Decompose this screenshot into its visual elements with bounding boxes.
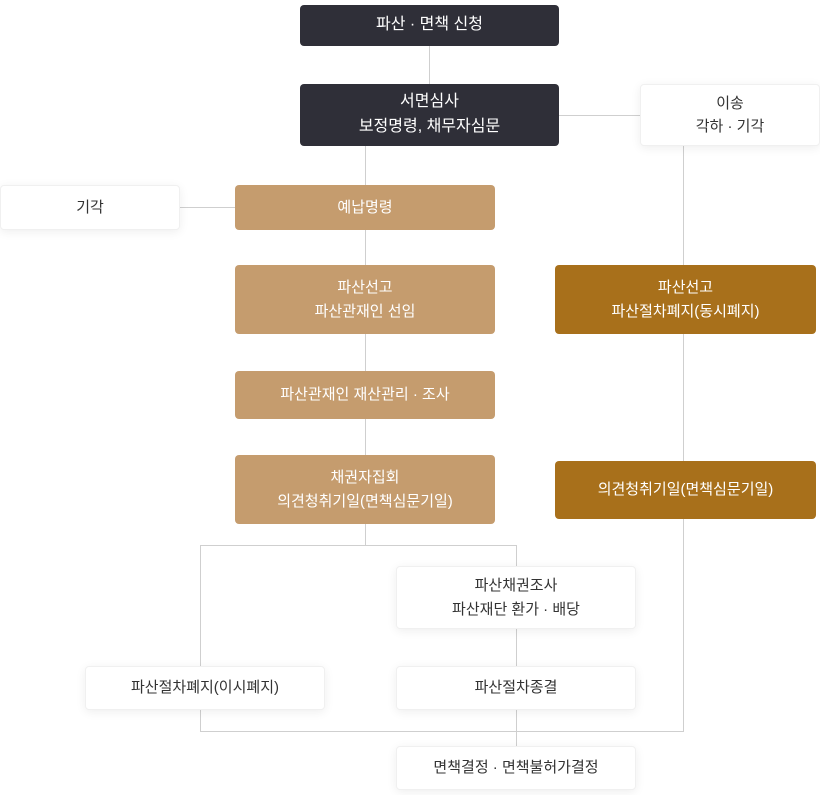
node-label: 의견청취기일(면책심문기일) — [597, 481, 774, 499]
node-rejection: 기각 — [0, 185, 180, 230]
node-label: 채권자집회 — [330, 469, 400, 487]
node-label: 면책결정 · 면책불허가결정 — [433, 759, 599, 777]
connector-line — [365, 419, 366, 455]
node-label: 기각 — [76, 198, 104, 216]
connector-line — [429, 46, 430, 84]
connector-line — [365, 524, 366, 545]
connector-line — [180, 207, 235, 208]
node-claim-investigation: 파산채권조사 파산재단 환가 · 배당 — [396, 566, 636, 629]
node-label: 파산채권조사 — [474, 577, 558, 595]
node-transfer-dismissal: 이송 각하 · 기각 — [640, 84, 820, 146]
node-label: 의견청취기일(면책심문기일) — [277, 492, 453, 510]
connector-line — [516, 545, 517, 566]
node-label: 파산관재인 재산관리 · 조사 — [280, 386, 450, 404]
node-opinion-hearing-date: 의견청취기일(면책심문기일) — [555, 461, 816, 519]
connector-line — [365, 230, 366, 265]
node-label: 각하 · 기각 — [695, 118, 765, 135]
connector-line — [200, 545, 517, 546]
node-label: 파산선고 — [337, 279, 393, 297]
node-label: 파산절차폐지(동시폐지) — [611, 302, 760, 320]
node-label: 파산절차폐지(이시폐지) — [131, 679, 279, 697]
node-creditors-meeting: 채권자집회 의견청취기일(면책심문기일) — [235, 455, 495, 524]
node-label: 서면심사 — [400, 93, 459, 111]
node-bankruptcy-declaration-trustee: 파산선고 파산관재인 선임 — [235, 265, 495, 334]
node-simultaneous-abolition: 파산선고 파산절차폐지(동시폐지) — [555, 265, 816, 334]
connector-line — [200, 731, 684, 732]
node-label: 보정명령, 채무자심문 — [358, 118, 501, 135]
node-label: 파산관재인 선임 — [314, 302, 416, 320]
node-procedure-termination: 파산절차종결 — [396, 666, 636, 710]
connector-line — [200, 710, 201, 732]
node-label: 파산재단 환가 · 배당 — [452, 600, 580, 618]
node-document-review: 서면심사 보정명령, 채무자심문 — [300, 84, 559, 146]
connector-line — [683, 146, 684, 732]
connector-line — [365, 334, 366, 371]
connector-line — [516, 629, 517, 666]
node-label: 파산선고 — [657, 279, 714, 297]
connector-line — [516, 710, 517, 732]
node-abolition-after-declaration: 파산절차폐지(이시폐지) — [85, 666, 325, 710]
node-discharge-decision: 면책결정 · 면책불허가결정 — [396, 746, 636, 790]
node-label: 파산절차종결 — [474, 679, 558, 697]
node-trustee-property-management: 파산관재인 재산관리 · 조사 — [235, 371, 495, 419]
connector-line — [200, 545, 201, 666]
node-application: 파산 · 면책 신청 — [300, 5, 559, 46]
connector-line — [365, 146, 366, 185]
node-deposit-order: 예납명령 — [235, 185, 495, 230]
node-label: 이송 — [716, 94, 744, 112]
node-label: 파산 · 면책 신청 — [376, 16, 483, 34]
node-label: 예납명령 — [337, 198, 393, 216]
connector-line — [516, 731, 517, 746]
connector-line — [559, 115, 640, 116]
